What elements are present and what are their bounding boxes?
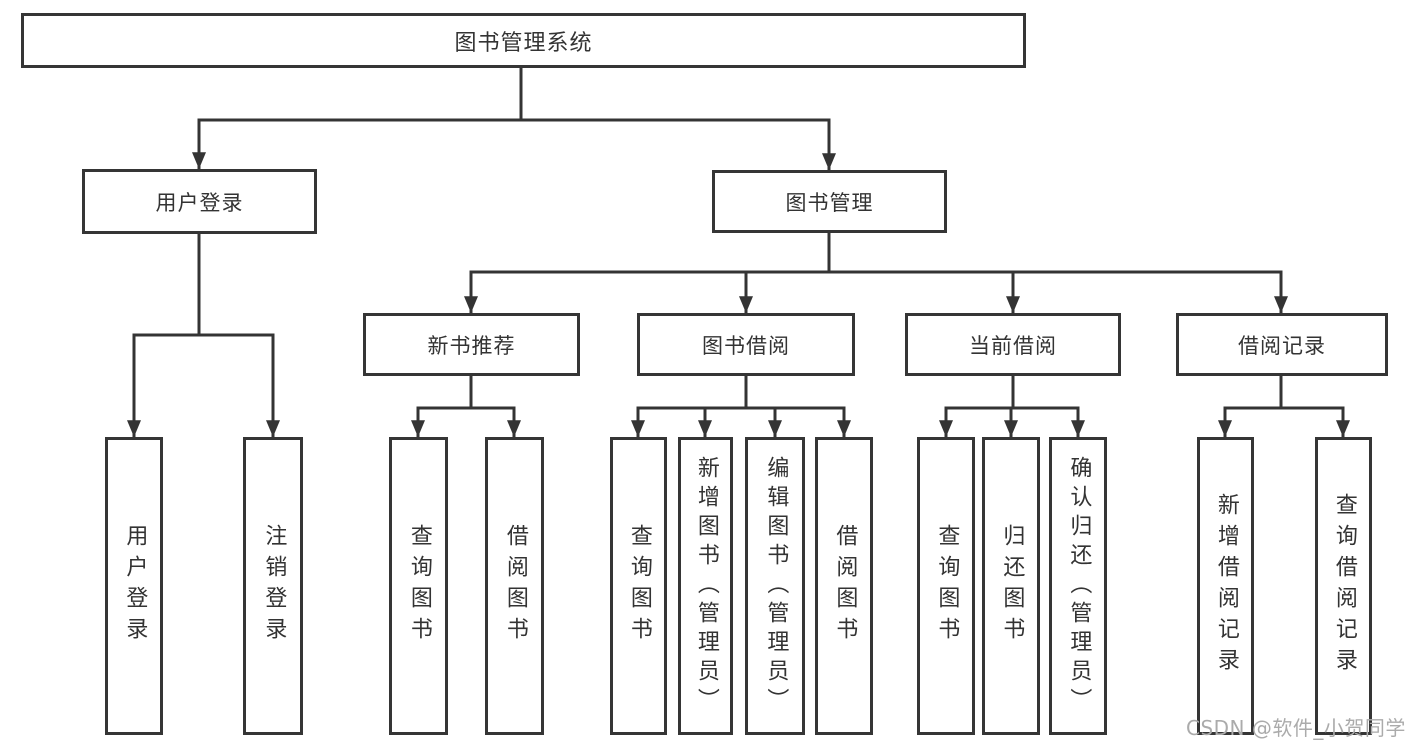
node-borrow-record: 借阅记录: [1176, 313, 1388, 376]
leaf-br-query-record: 查询借阅记录: [1315, 437, 1372, 735]
leaf-user-login: 用户登录: [105, 437, 163, 735]
leaf-cb-query-book-label: 查询图书: [934, 524, 960, 648]
leaf-user-login-label: 用户登录: [122, 524, 148, 648]
leaf-rec-query-book: 查询图书: [389, 437, 448, 735]
node-current-borrow-label: 当前借阅: [969, 333, 1057, 358]
branch-user-login: 用户登录: [82, 169, 317, 234]
leaf-logout: 注销登录: [243, 437, 303, 735]
root-box-library-system: 图书管理系统: [21, 13, 1026, 68]
leaf-bb-add-book-admin-label: 新增图书（管理员）: [693, 455, 719, 717]
leaf-bb-add-book-admin: 新增图书（管理员）: [678, 437, 733, 735]
leaf-cb-return-book: 归还图书: [982, 437, 1040, 735]
leaf-br-query-record-label: 查询借阅记录: [1331, 493, 1357, 679]
leaf-cb-confirm-return-admin: 确认归还（管理员）: [1049, 437, 1107, 735]
leaf-bb-edit-book-admin-label: 编辑图书（管理员）: [763, 455, 789, 717]
leaf-cb-confirm-return-admin-label: 确认归还（管理员）: [1066, 455, 1092, 717]
node-borrow-record-label: 借阅记录: [1238, 333, 1326, 358]
leaf-rec-borrow-book-label: 借阅图书: [502, 524, 528, 648]
node-book-borrow: 图书借阅: [637, 313, 855, 376]
leaf-bb-query-book-label: 查询图书: [626, 524, 652, 648]
leaf-rec-query-book-label: 查询图书: [406, 524, 432, 648]
branch-book-management-label: 图书管理: [785, 190, 874, 215]
leaf-bb-edit-book-admin: 编辑图书（管理员）: [745, 437, 805, 735]
leaf-bb-query-book: 查询图书: [610, 437, 667, 735]
leaf-cb-query-book: 查询图书: [917, 437, 975, 735]
node-current-borrow: 当前借阅: [905, 313, 1121, 376]
leaf-logout-label: 注销登录: [261, 524, 287, 648]
leaf-cb-return-book-label: 归还图书: [999, 524, 1025, 648]
branch-book-management: 图书管理: [712, 170, 947, 233]
leaf-rec-borrow-book: 借阅图书: [485, 437, 544, 735]
leaf-bb-borrow-book: 借阅图书: [815, 437, 873, 735]
leaf-bb-borrow-book-label: 借阅图书: [832, 524, 858, 648]
leaf-br-add-record: 新增借阅记录: [1197, 437, 1254, 735]
node-book-borrow-label: 图书借阅: [702, 333, 790, 358]
csdn-watermark: CSDN @软件_小贺同学: [1186, 716, 1405, 740]
leaf-br-add-record-label: 新增借阅记录: [1213, 493, 1239, 679]
node-new-book-recommend: 新书推荐: [363, 313, 580, 376]
branch-user-login-label: 用户登录: [155, 190, 244, 215]
node-new-book-recommend-label: 新书推荐: [427, 333, 516, 358]
root-label: 图书管理系统: [454, 30, 593, 56]
